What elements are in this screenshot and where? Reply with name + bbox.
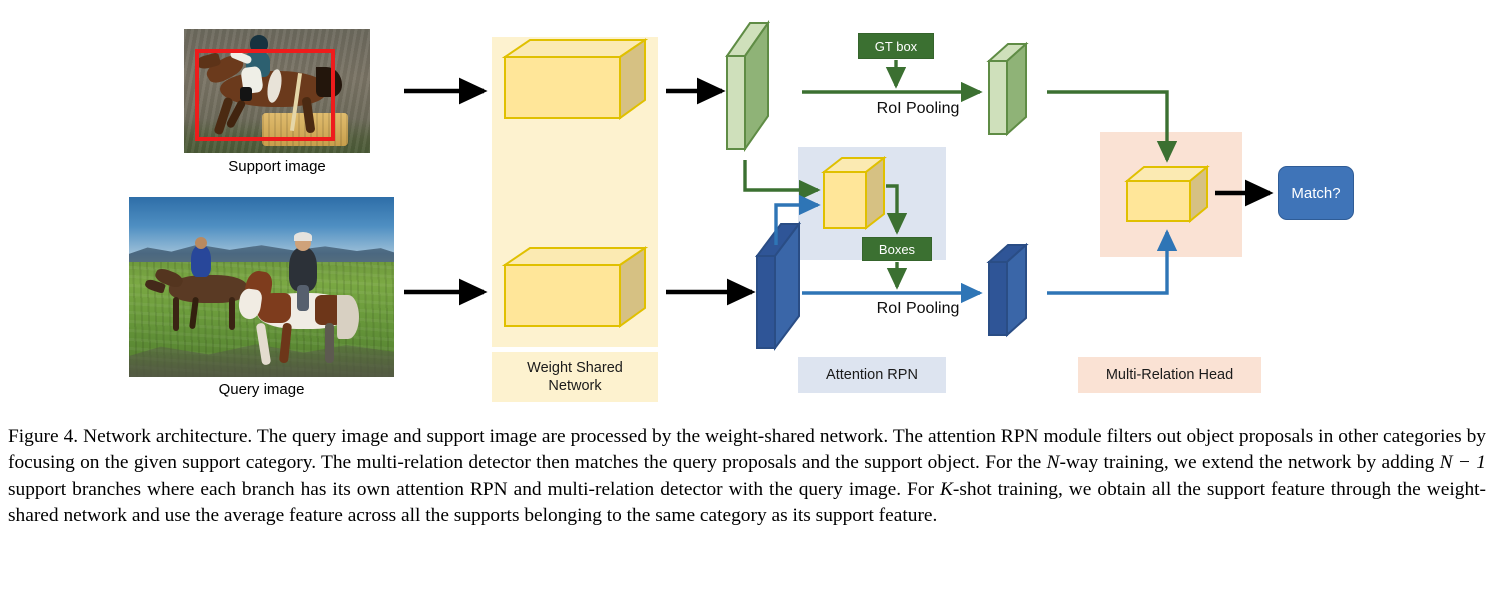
caption-part-3: support branches where each branch has i… <box>8 478 940 500</box>
gt-box-node[interactable]: GT box <box>858 33 934 59</box>
rider-boot <box>240 87 252 101</box>
figure-network-architecture: Support image Query image Weight Shared <box>129 19 1354 402</box>
support-roi-feature <box>986 41 1029 137</box>
query-roi-feature <box>986 242 1029 338</box>
horse-tail <box>316 67 342 97</box>
multi-relation-head-label: Multi-Relation Head <box>1105 366 1234 383</box>
rider-front-hair <box>294 232 312 241</box>
horse-rear-leg-1 <box>173 297 179 331</box>
rider-front-leg <box>297 285 309 311</box>
caption-part-4: -shot training, we obtain all the suppor… <box>8 478 1486 527</box>
roi-pooling-query-label: RoI Pooling <box>876 300 960 317</box>
weight-shared-network-panel <box>492 37 658 347</box>
rider-front-body <box>289 247 317 291</box>
rider-helmet-icon <box>250 35 268 52</box>
caption-var-n-minus-1: N − 1 <box>1439 452 1486 474</box>
boxes-node[interactable]: Boxes <box>862 237 932 261</box>
match-label: Match? <box>1291 184 1341 202</box>
rider-rear-body <box>191 245 211 277</box>
roi-pooling-support-label: RoI Pooling <box>876 100 960 117</box>
horse-front-leg-3 <box>325 323 334 363</box>
query-image-label: Query image <box>218 381 305 398</box>
support-image-label: Support image <box>228 158 326 175</box>
multi-relation-head-panel <box>1100 132 1242 257</box>
horse-front-tail <box>337 295 359 339</box>
query-image <box>129 197 394 377</box>
support-image <box>184 29 370 153</box>
weight-shared-network-label: Weight Shared Network <box>527 359 623 394</box>
figure-caption: Figure 4. Network architecture. The quer… <box>8 424 1486 530</box>
query-feature-map <box>755 221 801 351</box>
match-node[interactable]: Match? <box>1278 166 1354 220</box>
caption-part-2: -way training, we extend the network by … <box>1059 452 1440 474</box>
horse-rear-leg-3 <box>229 297 235 330</box>
boxes-label: Boxes <box>878 241 916 257</box>
weight-shared-network-label-box: Weight Shared Network <box>492 352 658 402</box>
attention-rpn-label: Attention RPN <box>826 366 918 383</box>
multi-relation-head-label-box: Multi-Relation Head <box>1078 357 1261 393</box>
caption-var-k: K <box>939 478 953 500</box>
support-feature-map <box>725 19 770 153</box>
caption-var-n: N <box>1046 452 1060 474</box>
gt-box-label: GT box <box>874 38 918 54</box>
rider-rear-head <box>195 237 207 249</box>
ground-truth-box <box>195 49 335 141</box>
attention-rpn-label-box: Attention RPN <box>798 357 946 393</box>
caption-part-1: Figure 4. Network architecture. The quer… <box>8 426 1486 474</box>
